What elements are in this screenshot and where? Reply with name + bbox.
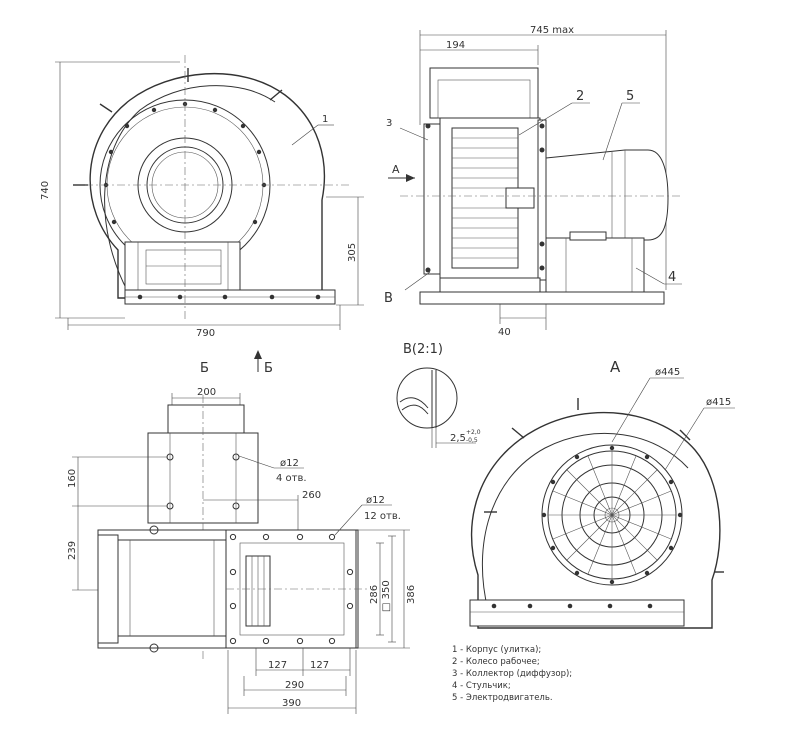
view-a-casing <box>470 411 721 629</box>
motor <box>545 149 669 241</box>
motor-stand <box>545 237 645 295</box>
dim-286: 286 <box>369 585 380 604</box>
dim-790: 790 <box>196 328 215 339</box>
callout-4: 4 <box>668 270 676 285</box>
impeller-spokes <box>548 451 676 579</box>
dim-40: 40 <box>498 327 511 338</box>
phi12-top: ø12 <box>280 458 299 469</box>
dim-745max: 745 max <box>530 25 574 36</box>
dim-200: 200 <box>197 387 216 398</box>
top-view: Б Б 200 ø12 4 отв. 160 239 260 <box>67 350 417 714</box>
dim-160: 160 <box>67 469 78 488</box>
dim-260: 260 <box>302 490 321 501</box>
impeller-blades <box>451 127 535 269</box>
front-view: 740 305 790 1 <box>40 55 364 339</box>
flange-holes <box>229 533 354 645</box>
view-a: A <box>469 358 735 629</box>
legend: 1 - Корпус (улитка); 2 - Колесо рабочее;… <box>452 645 572 703</box>
detail-title: B(2:1) <box>403 342 443 357</box>
side-base <box>419 291 665 305</box>
detail-tol-lower: -0,5 <box>466 437 478 444</box>
dim-386: 386 <box>406 585 417 604</box>
callout-3: 3 <box>386 118 392 129</box>
phi445: ø445 <box>655 367 680 378</box>
volute-inner-line <box>104 85 276 293</box>
dim-390: 390 <box>282 698 301 709</box>
callout-2: 2 <box>576 89 584 104</box>
callout-1: 1 <box>322 114 328 125</box>
legend-item-1: 1 - Корпус (улитка); <box>452 645 541 655</box>
section-b-label: B <box>384 291 393 306</box>
side-volute-top <box>429 67 539 119</box>
holes-4: 4 отв. <box>276 473 307 484</box>
detail-view: B(2:1) 2,5 +2,0 -0,5 <box>396 342 481 448</box>
legend-item-5: 5 - Электродвигатель. <box>452 693 553 703</box>
dim-290: 290 <box>285 680 304 691</box>
dim-350: □ 350 <box>381 580 392 612</box>
view-b-left: Б <box>200 361 209 376</box>
phi415: ø415 <box>706 397 731 408</box>
holes-12: 12 отв. <box>364 511 401 522</box>
detail-gap: 2,5 <box>450 433 466 444</box>
callout-5: 5 <box>626 89 634 104</box>
legend-item-4: 4 - Стульчик; <box>452 681 511 691</box>
collector <box>423 123 443 275</box>
dim-194: 194 <box>446 40 465 51</box>
dim-740: 740 <box>40 181 51 200</box>
view-a-bolts <box>541 445 683 585</box>
legend-item-2: 2 - Колесо рабочее; <box>452 657 540 667</box>
dim-127b: 127 <box>310 660 329 671</box>
phi12-flange: ø12 <box>366 495 385 506</box>
view-b-right: Б <box>264 361 273 376</box>
detail-tol-upper: +2,0 <box>466 429 481 436</box>
detail-circle <box>396 367 458 429</box>
view-a-base <box>469 599 685 627</box>
dim-127a: 127 <box>268 660 287 671</box>
legend-item-3: 3 - Коллектор (диффузор); <box>452 669 572 679</box>
view-a-title: A <box>610 358 621 376</box>
dim-239: 239 <box>67 541 78 560</box>
view-a-arrow-label: A <box>392 163 400 176</box>
dim-305: 305 <box>347 243 358 262</box>
side-view: 745 max 194 <box>384 25 682 338</box>
